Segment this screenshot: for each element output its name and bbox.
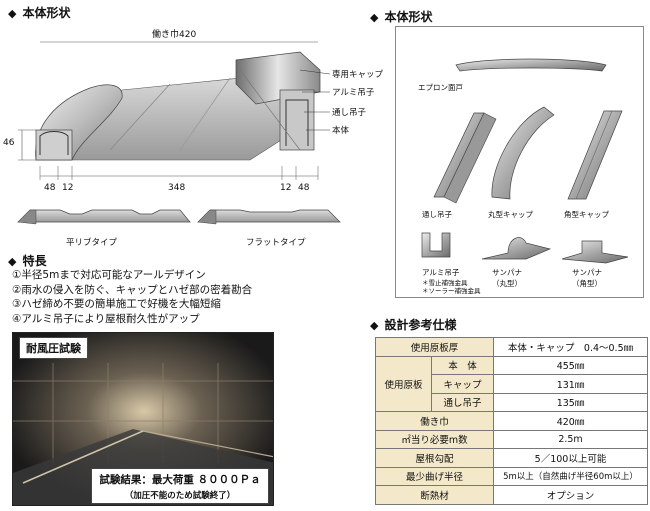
square-cap-shape — [567, 110, 623, 200]
type-label-flat: フラットタイプ — [246, 238, 306, 248]
table-row: 働き巾 420㎜ — [374, 411, 649, 431]
width-label: 働き巾420 — [152, 30, 197, 40]
height-dim-label: 46 — [3, 138, 15, 148]
spec-value: オプション — [493, 485, 649, 505]
left-cap-inner — [39, 131, 69, 155]
spec-value: 本体・キャップ 0.4～0.5㎜ — [493, 337, 649, 357]
spec-head: 屋根勾配 — [374, 448, 495, 468]
spec-head: 働き巾 — [374, 411, 495, 431]
right-cap-inner — [285, 99, 309, 146]
section-title-spec: ◆設計参考仕様 — [370, 318, 457, 332]
dim-12-right: 12 — [280, 183, 292, 193]
sunpana-square-sub: （角型） — [572, 279, 602, 288]
test-result-line2: （加圧不能のため試験終了） — [124, 491, 236, 501]
test-result-line1: 試験結果：最大荷重 ８０００Ｐａ — [99, 474, 261, 486]
dim-348: 348 — [168, 183, 186, 193]
type-label-flat-rib: 平リブタイプ — [66, 238, 118, 248]
main-profile-drawing — [17, 41, 341, 225]
parts-drawings — [421, 58, 629, 264]
sunpana-round-sub: （丸型） — [492, 279, 522, 288]
sunpana-round-label: サンパナ — [492, 268, 522, 277]
table-row: ㎡当り必要m数 2.5m — [374, 429, 649, 449]
dim-48-left: 48 — [44, 183, 56, 193]
spec-subhead: 通し吊子 — [430, 392, 495, 412]
spec-head: ㎡当り必要m数 — [374, 429, 495, 449]
right-cap-section — [279, 89, 315, 151]
feature-list: ①半径5mまで対応可能なアールデザイン ②雨水の侵入を防ぐ、キャップとハゼ部の密… — [12, 268, 252, 326]
round-cap-label: 丸型キャップ — [488, 210, 533, 219]
parts-shape-panel: エプロン面戸 通し吊子 丸型キャップ 角型キャップ アルミ吊子 ＊雪止補強金具 … — [395, 26, 644, 298]
spec-subhead: 本 体 — [430, 355, 495, 375]
feature-item: ②雨水の侵入を防ぐ、キャップとハゼ部の密着勘合 — [12, 283, 253, 296]
table-row: 最少曲げ半径 5m以上（自然曲げ半径60m以上） — [374, 466, 649, 486]
sunpana-round-shape — [481, 237, 552, 260]
diamond-icon: ◆ — [370, 319, 379, 332]
toshi-label: 通し吊子 — [422, 210, 452, 219]
apron-shape — [455, 58, 607, 72]
sunpana-square-label: サンパナ — [572, 268, 602, 277]
apron-label: エプロン面戸 — [418, 83, 463, 92]
callout-cap: 専用キャップ — [332, 70, 384, 80]
dim-48-right: 48 — [298, 183, 310, 193]
callout-body: 本体 — [332, 126, 350, 136]
photo-title: 耐風圧試験 — [19, 337, 88, 359]
section-title-features: ◆特長 — [8, 254, 47, 268]
callout-toshi: 通し吊子 — [332, 108, 367, 118]
diamond-icon: ◆ — [8, 255, 17, 268]
table-row: 屋根勾配 5／100以上可能 — [374, 448, 649, 468]
feature-item: ④アルミ吊子により屋根耐久性がアップ — [12, 312, 200, 325]
spec-value: 420㎜ — [493, 411, 649, 431]
rib-line — [179, 77, 231, 151]
flat-type-profile — [197, 209, 341, 223]
profile-edge — [197, 209, 217, 225]
left-cap-section — [35, 129, 73, 161]
table-row: 断熱材 オプション — [374, 485, 649, 505]
square-cap-line — [575, 110, 613, 200]
square-cap-label: 角型キャップ — [564, 210, 609, 219]
spec-value: 135㎜ — [493, 392, 649, 412]
spec-value: 5／100以上可能 — [493, 448, 649, 468]
spec-head: 最少曲げ半径 — [374, 466, 495, 486]
toshi-shape-side — [443, 112, 497, 204]
table-row: 使用原板 本 体 455㎜ — [375, 355, 649, 412]
diamond-icon: ◆ — [8, 7, 17, 20]
spec-table: 使用原板厚 本体・キャップ 0.4～0.5㎜ 使用原板 本 体 455㎜ キャッ… — [374, 337, 649, 505]
spec-group-head: 使用原板 — [375, 355, 432, 412]
profile-edge — [17, 209, 37, 225]
spec-head: 断熱材 — [374, 485, 495, 505]
alumi-note-1: ＊雪止補強金具 — [422, 279, 468, 287]
section-title-parts-shape: ◆本体形状 — [370, 10, 433, 24]
spec-value: 5m以上（自然曲げ半径60m以上） — [493, 466, 649, 486]
wind-pressure-test-photo: 耐風圧試験 試験結果：最大荷重 ８０００Ｐａ （加圧不能のため試験終了） — [12, 332, 274, 506]
section-title-main-shape: ◆本体形状 — [8, 6, 71, 20]
spec-value: 455㎜ — [493, 355, 649, 375]
round-cap-shape — [491, 106, 555, 200]
spec-head: 使用原板厚 — [374, 337, 495, 357]
table-row: キャップ 131㎜ — [376, 374, 649, 394]
test-result-box: 試験結果：最大荷重 ８０００Ｐａ （加圧不能のため試験終了） — [91, 468, 269, 504]
flat-rib-type-profile — [17, 209, 191, 223]
feature-item: ③ハゼ締め不要の簡単施工で好機を大幅短縮 — [12, 298, 221, 310]
callout-leader — [299, 69, 331, 75]
diamond-icon: ◆ — [370, 11, 379, 24]
spec-value: 2.5m — [493, 429, 649, 449]
sunpana-square-shape — [561, 240, 629, 264]
rib-line — [109, 83, 171, 151]
callout-alumi: アルミ吊子 — [332, 88, 375, 98]
table-row: 使用原板厚 本体・キャップ 0.4～0.5㎜ — [374, 337, 649, 357]
alumi-shape — [421, 232, 451, 258]
spec-value: 131㎜ — [493, 374, 649, 394]
dim-12-left: 12 — [62, 183, 74, 193]
spec-subhead: キャップ — [430, 374, 495, 394]
alumi-label: アルミ吊子 — [422, 268, 460, 277]
right-fold-line — [239, 69, 301, 151]
feature-item: ①半径5mまで対応可能なアールデザイン — [12, 269, 206, 281]
alumi-note-2: ＊ソーラー補強金具 — [422, 287, 481, 295]
